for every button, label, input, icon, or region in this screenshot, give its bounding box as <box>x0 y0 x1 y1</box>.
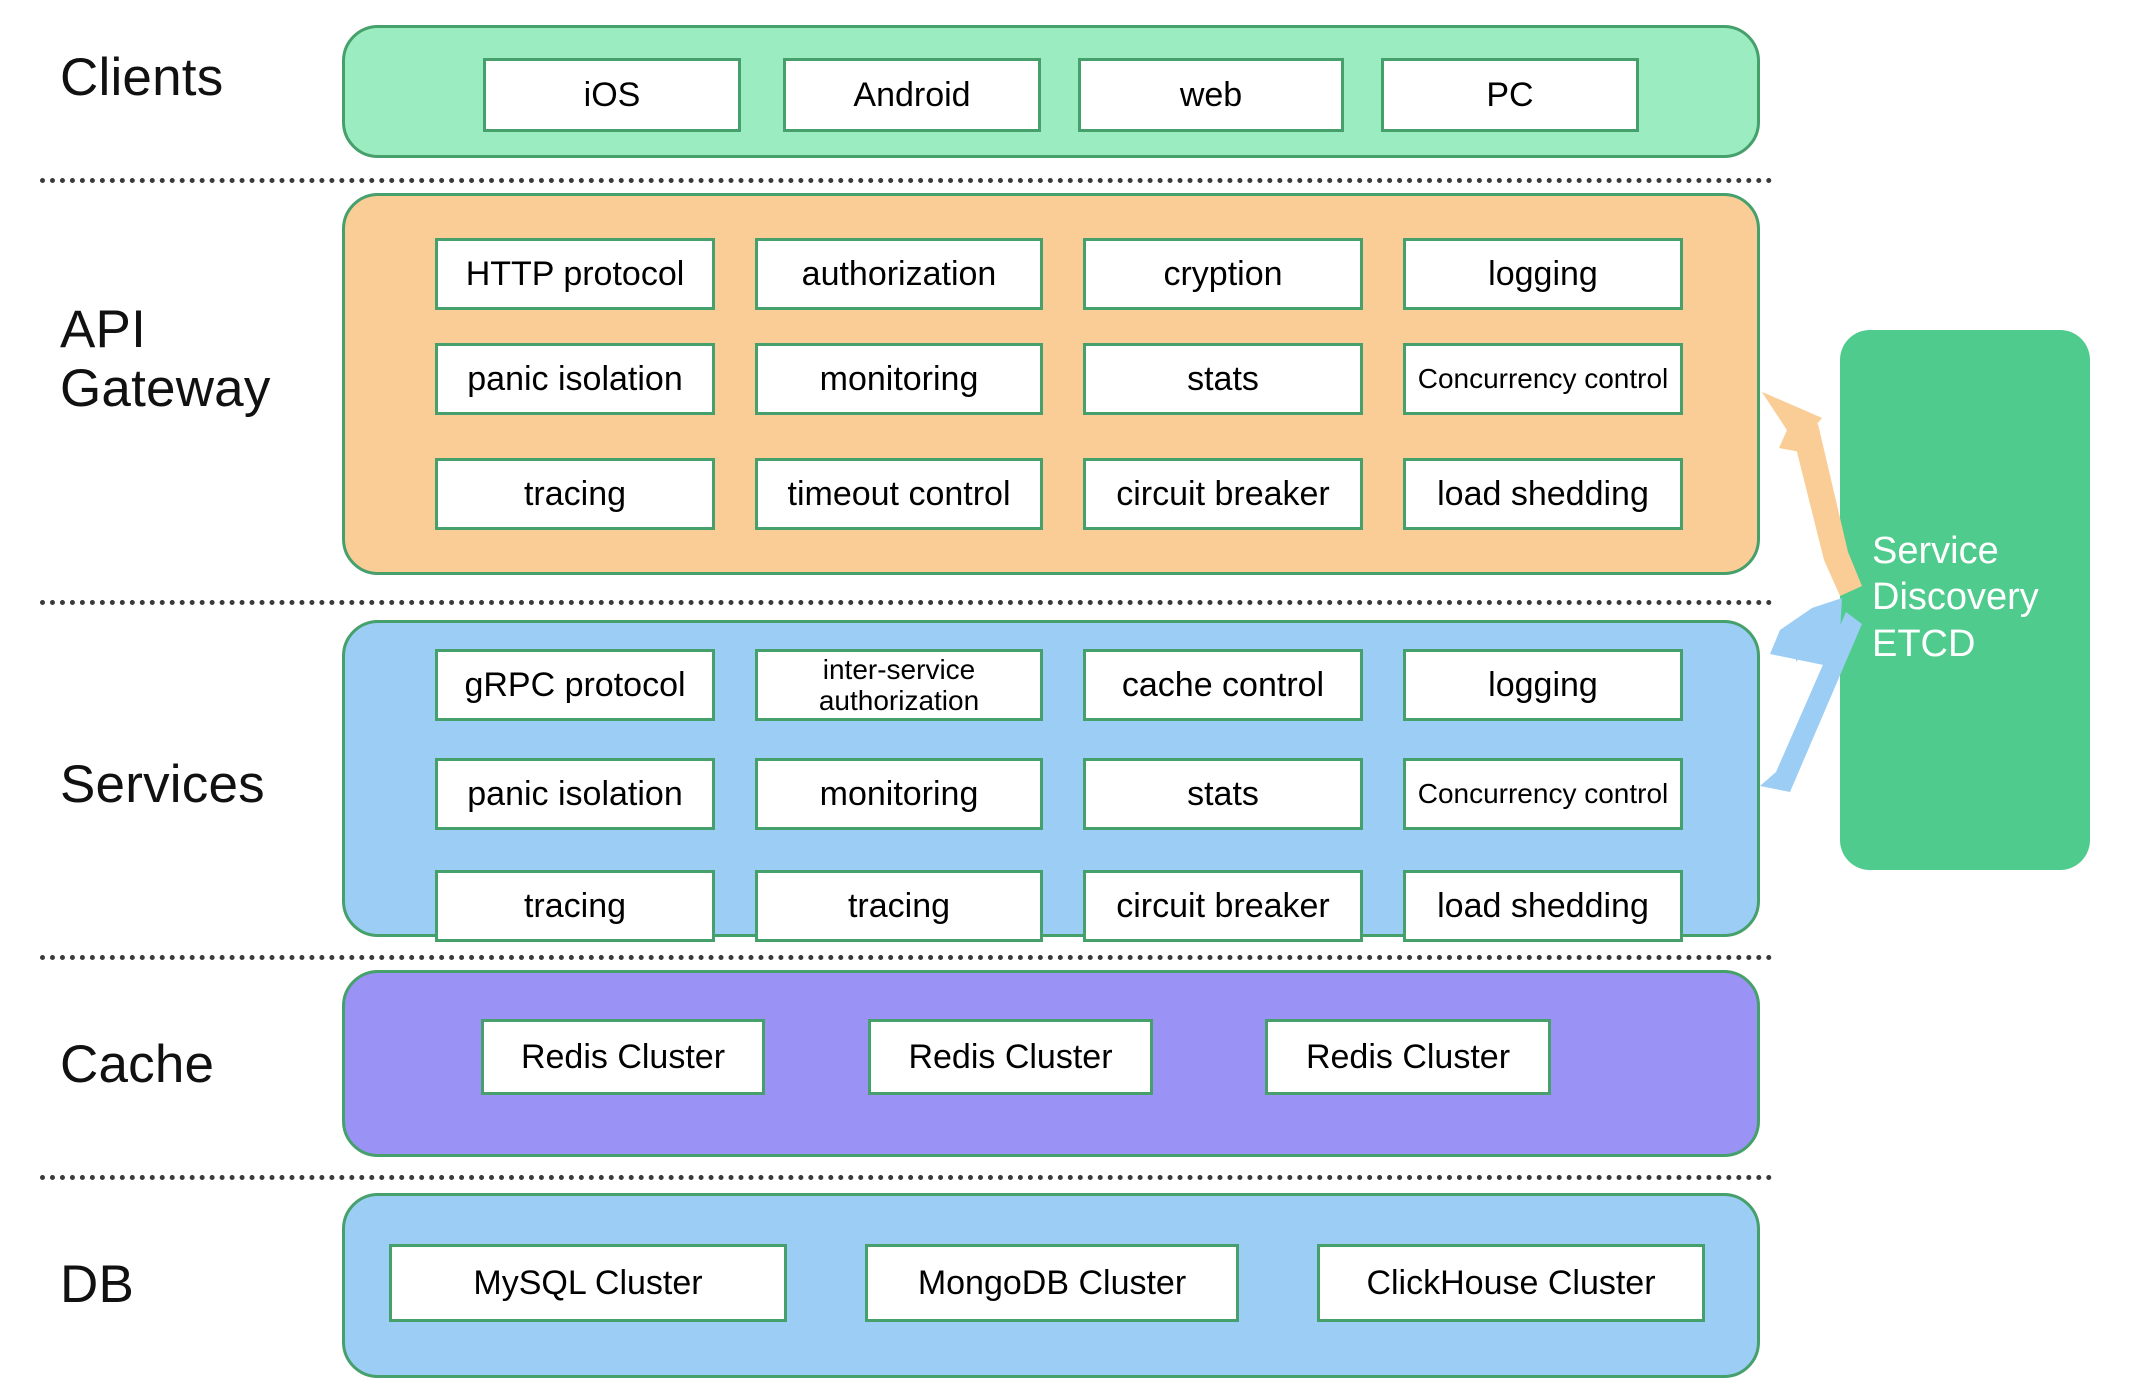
cell-client-pc[interactable]: PC <box>1381 58 1639 132</box>
band-clients: iOS Android web PC <box>342 25 1760 158</box>
cell-gateway-circuit-breaker[interactable]: circuit breaker <box>1083 458 1363 530</box>
cell-db-mysql-cluster[interactable]: MySQL Cluster <box>389 1244 787 1322</box>
cell-gateway-tracing[interactable]: tracing <box>435 458 715 530</box>
row-label-cache: Cache <box>60 1035 215 1094</box>
band-api-gateway: HTTP protocol authorization cryption log… <box>342 193 1760 575</box>
cell-gateway-authorization[interactable]: authorization <box>755 238 1043 310</box>
cell-db-mongodb-cluster[interactable]: MongoDB Cluster <box>865 1244 1239 1322</box>
cell-gateway-http-protocol[interactable]: HTTP protocol <box>435 238 715 310</box>
cell-service-monitoring[interactable]: monitoring <box>755 758 1043 830</box>
cell-gateway-monitoring[interactable]: monitoring <box>755 343 1043 415</box>
row-label-api-gateway: API Gateway <box>60 300 271 419</box>
cell-cache-redis-cluster-1[interactable]: Redis Cluster <box>481 1019 765 1095</box>
cell-client-ios[interactable]: iOS <box>483 58 741 132</box>
cell-service-logging[interactable]: logging <box>1403 649 1683 721</box>
divider-services-cache <box>40 955 1773 960</box>
cell-service-concurrency-control[interactable]: Concurrency control <box>1403 758 1683 830</box>
cell-service-tracing-2[interactable]: tracing <box>755 870 1043 942</box>
cell-service-cache-control[interactable]: cache control <box>1083 649 1363 721</box>
cell-gateway-cryption[interactable]: cryption <box>1083 238 1363 310</box>
cell-service-panic-isolation[interactable]: panic isolation <box>435 758 715 830</box>
divider-clients-gateway <box>40 178 1773 183</box>
row-label-services: Services <box>60 755 265 814</box>
cell-gateway-panic-isolation[interactable]: panic isolation <box>435 343 715 415</box>
cell-service-circuit-breaker[interactable]: circuit breaker <box>1083 870 1363 942</box>
cell-gateway-logging[interactable]: logging <box>1403 238 1683 310</box>
service-discovery-panel[interactable]: Service Discovery ETCD <box>1840 330 2090 870</box>
band-cache: Redis Cluster Redis Cluster Redis Cluste… <box>342 970 1760 1157</box>
band-services: gRPC protocol inter-service authorizatio… <box>342 620 1760 942</box>
cell-service-inter-service-authorization[interactable]: inter-service authorization <box>755 649 1043 721</box>
row-label-clients: Clients <box>60 48 224 107</box>
service-discovery-label: Service Discovery ETCD <box>1872 530 2039 665</box>
cell-gateway-concurrency-control[interactable]: Concurrency control <box>1403 343 1683 415</box>
divider-gateway-services <box>40 600 1773 605</box>
band-db: MySQL Cluster MongoDB Cluster ClickHouse… <box>342 1193 1760 1378</box>
row-label-db: DB <box>60 1255 135 1314</box>
cell-gateway-timeout-control[interactable]: timeout control <box>755 458 1043 530</box>
cell-gateway-stats[interactable]: stats <box>1083 343 1363 415</box>
cell-client-android[interactable]: Android <box>783 58 1041 132</box>
cell-cache-redis-cluster-2[interactable]: Redis Cluster <box>868 1019 1153 1095</box>
cell-db-clickhouse-cluster[interactable]: ClickHouse Cluster <box>1317 1244 1705 1322</box>
cell-client-web[interactable]: web <box>1078 58 1344 132</box>
cell-service-grpc-protocol[interactable]: gRPC protocol <box>435 649 715 721</box>
cell-service-stats[interactable]: stats <box>1083 758 1363 830</box>
divider-cache-db <box>40 1175 1773 1180</box>
cell-gateway-load-shedding[interactable]: load shedding <box>1403 458 1683 530</box>
cell-cache-redis-cluster-3[interactable]: Redis Cluster <box>1265 1019 1551 1095</box>
cell-service-load-shedding[interactable]: load shedding <box>1403 870 1683 942</box>
cell-service-tracing-1[interactable]: tracing <box>435 870 715 942</box>
